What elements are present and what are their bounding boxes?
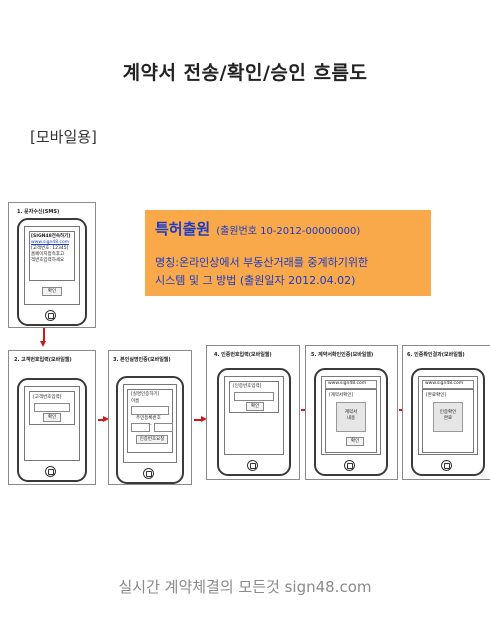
patent-header: 특허출원 (출원번호 10-2012-00000000) [155,218,360,239]
step-6-box-title: [완료확인] [426,393,447,398]
result-content-line-2: 완료 [443,416,453,421]
home-button-icon [45,466,56,477]
step-5-screen: www.sign48.com [계약서확인] 계약서 내용 확인 [321,376,381,455]
contract-content-line-1: 계약서 [344,410,358,415]
step-5-panel: 5. 계약서확인인증(모바일웹) www.sign48.com [계약서확인] … [305,345,398,480]
step-4-label: 4. 인증번호입력(모바일웹) [214,352,272,358]
patent-number: (출원번호 10-2012-00000000) [216,226,361,237]
home-button-icon [247,460,258,471]
result-content-line-1: 인증확인 [439,410,457,415]
result-content-box: 인증확인 완료 [433,402,463,432]
arrow-right-icon [98,416,109,422]
patent-info-box: 특허출원 (출원번호 10-2012-00000000) 명칭:온라인상에서 부동… [145,210,431,296]
customer-number-input[interactable] [34,403,70,412]
patent-label: 특허출원 [155,220,211,238]
step-2-screen: [고객번호입력] 확인 [24,386,80,461]
step-4-box-title: [인증번호입력] [233,384,262,389]
sms-message-box: [SIGN48전속하기] www.sign48.com [고객번호: 12345… [29,231,75,281]
step-3-form-box: [실명인증하기] 이름 주민등록번호 - 인증번호요청 [127,389,173,453]
step-4-phone: [인증번호입력] 확인 [217,368,291,476]
step-5-box-title: [계약서확인] [329,393,354,398]
step-4-screen: [인증번호입력] 확인 [224,376,284,455]
step-4-panel: 4. 인증번호입력(모바일웹) [인증번호입력] 확인 [206,345,300,480]
step-1-panel: 1. 문자수신(SMS) [SIGN48전속하기] www.sign48.com… [8,202,96,328]
step-1-phone: [SIGN48전속하기] www.sign48.com [고객번호: 12345… [17,218,87,326]
mobile-subtitle: [모바일용] [30,128,97,146]
home-button-icon [45,310,56,321]
step-6-url-bar[interactable]: www.sign48.com [422,380,474,389]
sms-line-3: [고객번호: 12345] [31,246,69,251]
step-5-confirm-button[interactable]: 확인 [346,437,364,446]
arrow-down-icon [40,328,46,347]
name-input[interactable] [131,406,169,415]
step-2-panel: 2. 고객번호입력(모바일웹) [고객번호입력] 확인 [8,350,96,485]
step-1-screen: [SIGN48전속하기] www.sign48.com [고객번호: 12345… [24,226,80,305]
step-2-phone: [고객번호입력] 확인 [17,378,87,482]
name-label: 이름 [131,399,140,404]
step-1-confirm-button[interactable]: 확인 [42,287,62,296]
step-6-phone: www.sign48.com [완료확인] 인증확인 완료 [411,368,485,476]
step-6-panel: 6. 인증확인결과(모바일웹) www.sign48.com [완료확인] 인증… [402,345,490,480]
request-code-button[interactable]: 인증번호요청 [136,435,168,444]
footer-tagline: 실시간 계약체결의 모든것 sign48.com [118,578,372,596]
step-4-confirm-button[interactable]: 확인 [246,402,264,411]
step-5-phone: www.sign48.com [계약서확인] 계약서 내용 확인 [314,368,388,476]
arrow-right-icon [194,416,207,422]
rrn-back-input[interactable] [154,423,173,432]
sms-line-2: www.sign48.com [31,240,70,245]
contract-content-line-2: 내용 [346,416,356,421]
home-button-icon [143,468,154,479]
sms-line-4: 홈페이지접속후고 [31,252,65,257]
step-5-contract-box: [계약서확인] 계약서 내용 확인 [325,389,377,453]
home-button-icon [344,460,355,471]
step-6-result-box: [완료확인] 인증확인 완료 [422,389,474,453]
step-2-form-box: [고객번호입력] 확인 [29,391,75,425]
step-6-label: 6. 인증확인결과(모바일웹) [407,352,465,358]
step-5-url-bar[interactable]: www.sign48.com [325,380,377,389]
home-button-icon [441,460,452,471]
rrn-front-input[interactable] [131,423,150,432]
step-3-label: 3. 본인실명인증(모바일웹) [113,357,171,363]
step-6-screen: www.sign48.com [완료확인] 인증확인 완료 [418,376,478,455]
step-4-form-box: [인증번호입력] 확인 [229,381,279,413]
sms-line-1: [SIGN48전속하기] [31,234,71,239]
rrn-dash: - [150,423,152,428]
auth-code-input[interactable] [234,392,274,401]
sms-line-5: 객번호입력하세요 [31,258,65,263]
contract-content-box: 계약서 내용 [336,402,366,432]
step-3-screen: [실명인증하기] 이름 주민등록번호 - 인증번호요청 [123,384,177,463]
step-5-label: 5. 계약서확인인증(모바일웹) [311,352,374,358]
rrn-label: 주민등록번호 [136,416,161,421]
step-2-box-title: [고객번호입력] [33,395,62,400]
patent-name-line-1: 명칭:온라인상에서 부동산거래를 중계하기위한 [155,256,369,269]
step-3-box-title: [실명인증하기] [131,392,160,397]
step-3-panel: 3. 본인실명인증(모바일웹) [실명인증하기] 이름 주민등록번호 - 인증번… [108,350,192,485]
step-2-confirm-button[interactable]: 확인 [43,413,61,422]
diagram-title: 계약서 전송/확인/승인 흐름도 [122,62,368,84]
step-1-label: 1. 문자수신(SMS) [17,209,60,215]
step-3-phone: [실명인증하기] 이름 주민등록번호 - 인증번호요청 [116,376,184,484]
patent-name-line-2: 시스템 및 그 방법 (출원일자 2012.04.02) [155,274,356,287]
step-2-label: 2. 고객번호입력(모바일웹) [14,357,72,363]
